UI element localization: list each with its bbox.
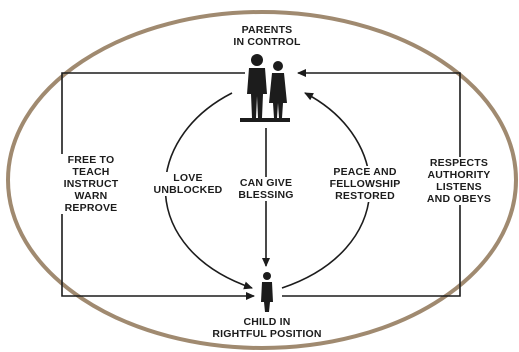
parents-label: PARENTS IN CONTROL — [233, 24, 301, 48]
child-label: CHILD IN RIGHTFUL POSITION — [212, 316, 322, 340]
child-figure-icon — [261, 272, 273, 312]
left-outer-label: FREE TO TEACH INSTRUCT WARN REPROVE — [56, 154, 126, 214]
oval-frame — [6, 10, 518, 350]
right-inner-label: PEACE AND FELLOWSHIP RESTORED — [320, 166, 410, 202]
center-label: CAN GIVE BLESSING — [226, 177, 306, 201]
parents-figure-icon — [240, 54, 290, 122]
left-inner-label: LOVE UNBLOCKED — [148, 172, 228, 196]
right-outer-label: RESPECTS AUTHORITY LISTENS AND OBEYS — [414, 157, 504, 205]
